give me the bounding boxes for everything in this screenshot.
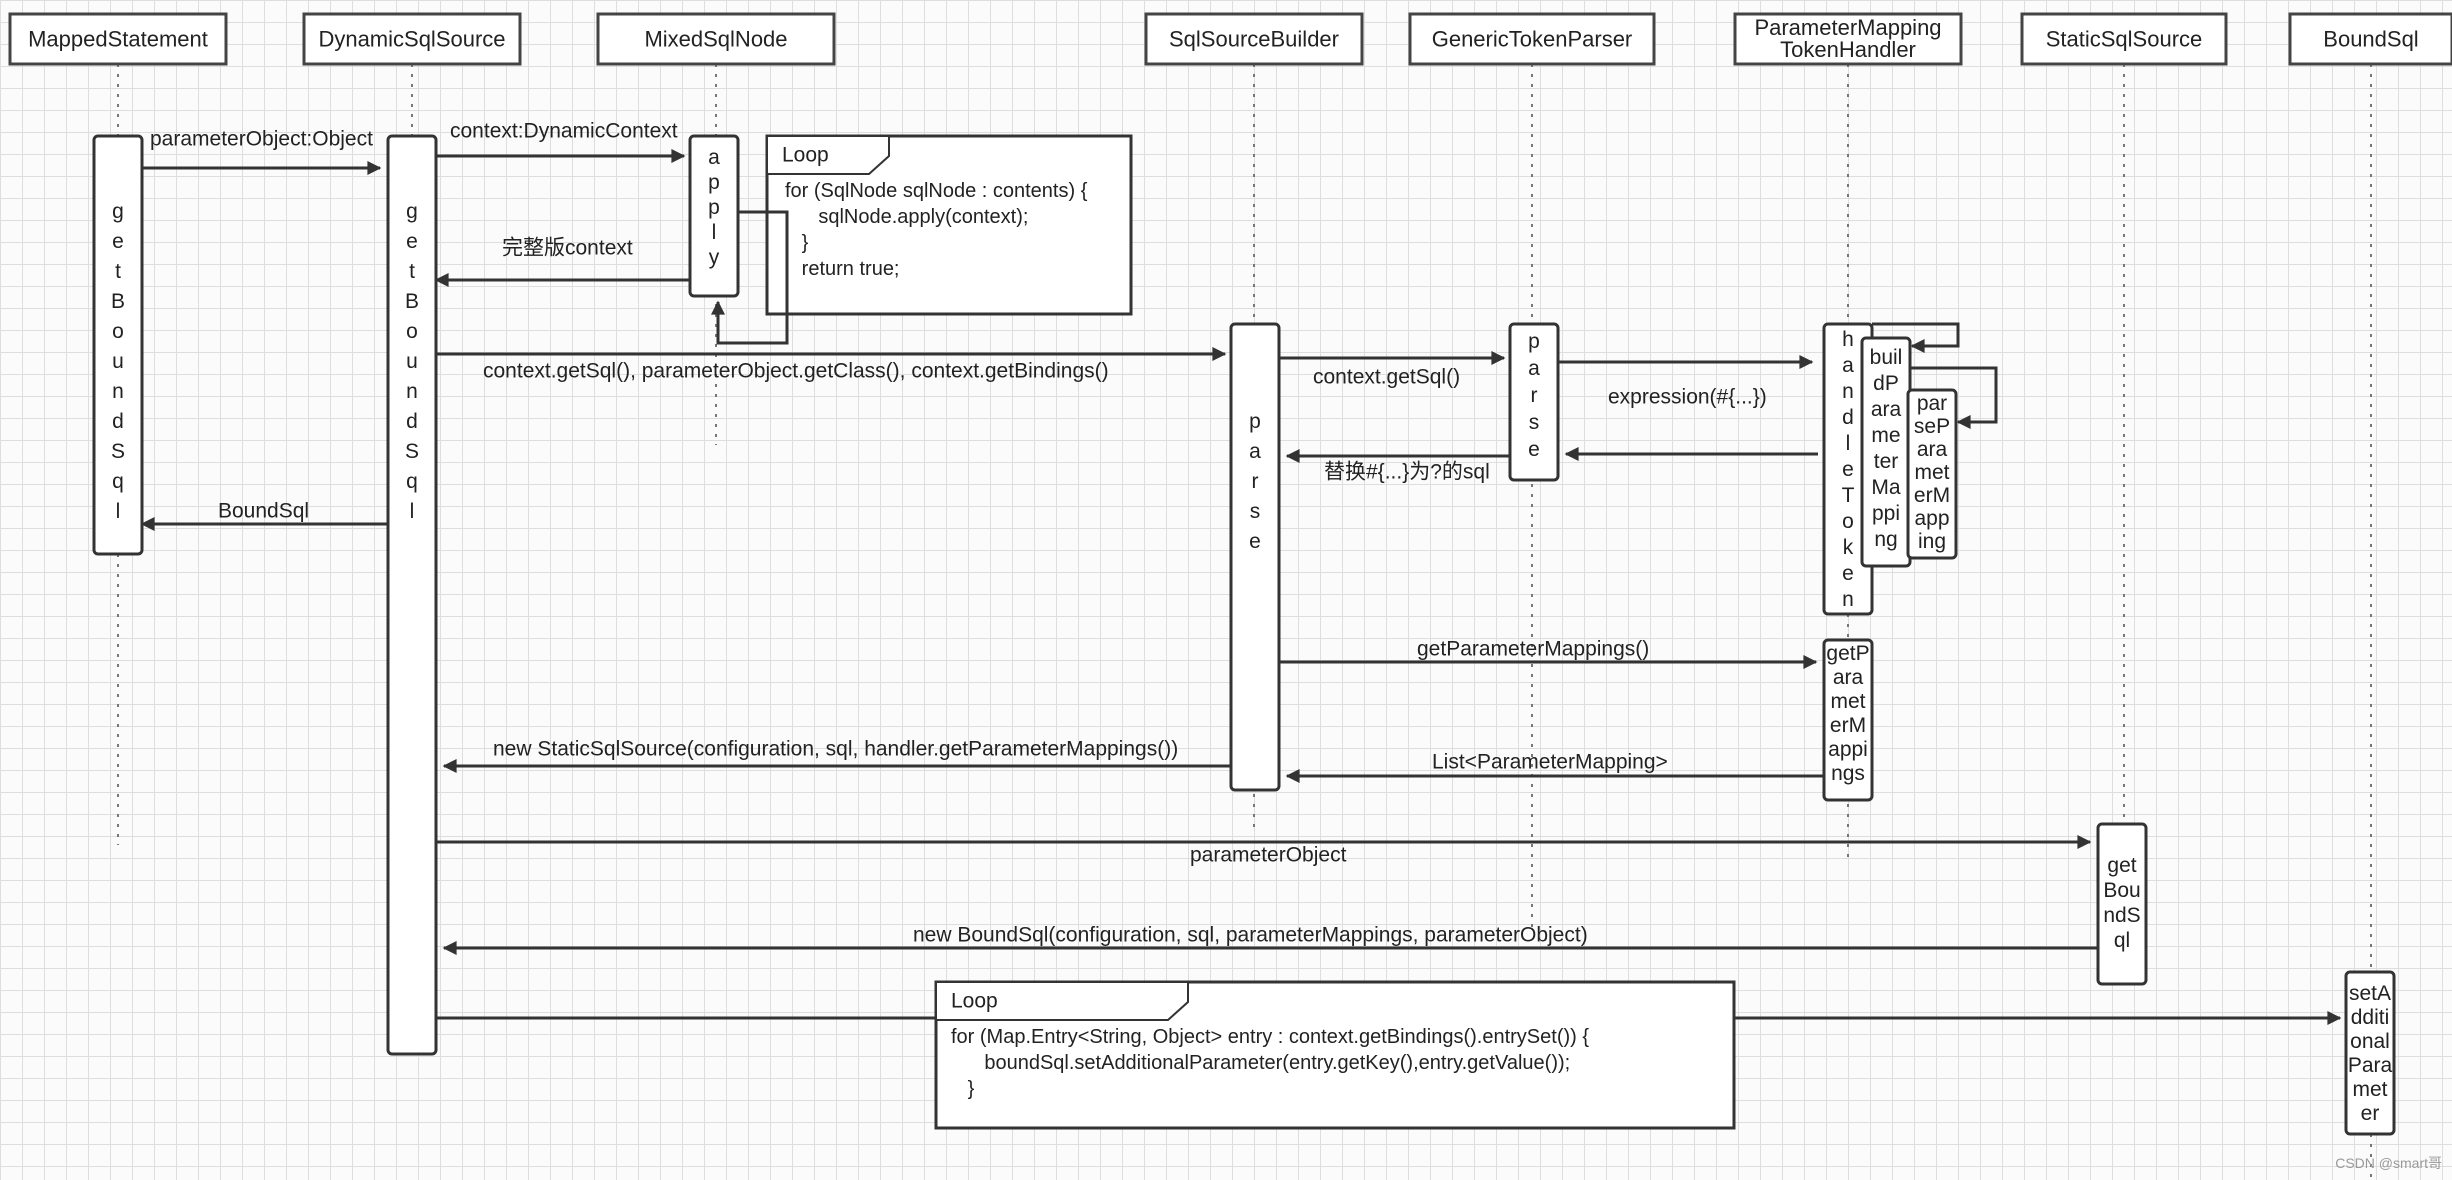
activation-parse-sqlsourcebuilder xyxy=(1229,322,1281,792)
message-label: parameterObject:Object xyxy=(150,128,373,151)
activation-apply xyxy=(688,134,740,298)
activation-getboundsql-staticsqlsource xyxy=(2096,822,2148,986)
message-label: 完整版context xyxy=(502,237,633,260)
message-label: 替换#{...}为?的sql xyxy=(1324,461,1490,484)
participant-dynamicsqlsource-name: DynamicSqlSource xyxy=(318,27,505,52)
message-label: BoundSql xyxy=(218,500,309,523)
loop-title: Loop xyxy=(951,990,998,1013)
participant-staticsqlsource: StaticSqlSource xyxy=(2020,12,2228,66)
message-label: context:DynamicContext xyxy=(450,120,678,143)
message-label: expression(#{...}) xyxy=(1608,386,1767,409)
message-label: parameterObject xyxy=(1190,844,1347,867)
messages: parameterObject:Object context:DynamicCo… xyxy=(140,120,2342,1025)
self-call-apply-loop xyxy=(711,210,789,345)
message-label: List<ParameterMapping> xyxy=(1432,751,1668,774)
message-label: context.getSql(), parameterObject.getCla… xyxy=(483,360,1109,383)
message-label: getParameterMappings() xyxy=(1417,638,1649,661)
activation-setadditionalparameter xyxy=(2344,970,2396,1136)
message-label: context.getSql() xyxy=(1313,366,1460,389)
loop-title: Loop xyxy=(782,144,829,167)
watermark-text: CSDN @smart哥 xyxy=(2335,1155,2442,1171)
participant-boundsql-name: BoundSql xyxy=(2323,27,2418,52)
participant-generictokenparser-name: GenericTokenParser xyxy=(1432,27,1633,52)
message-label: new BoundSql(configuration, sql, paramet… xyxy=(913,924,1588,947)
participant-sqlsourcebuilder: SqlSourceBuilder xyxy=(1144,12,1364,66)
participant-sqlsourcebuilder-name: SqlSourceBuilder xyxy=(1169,27,1339,52)
message-label: new StaticSqlSource(configuration, sql, … xyxy=(493,738,1178,761)
self-call-buildparametermapping xyxy=(1872,322,1960,353)
activation-getboundsql-dynamicsqlsource xyxy=(386,134,438,1056)
participant-boundsql: BoundSql xyxy=(2288,12,2452,66)
activation-getboundsql-mappedstatement xyxy=(92,134,144,556)
loop-body-text: for (Map.Entry<String, Object> entry : c… xyxy=(951,1026,1589,1100)
participant-generictokenparser: GenericTokenParser xyxy=(1408,12,1656,66)
activation-parse-generictokenparser xyxy=(1508,322,1560,482)
activation-getparametermappings xyxy=(1822,638,1874,802)
self-call-parseparametermapping xyxy=(1910,366,1998,429)
participant-staticsqlsource-name: StaticSqlSource xyxy=(2046,27,2203,52)
loop-body-text: for (SqlNode sqlNode : contents) { sqlNo… xyxy=(785,180,1088,280)
participant-mappedstatement: MappedStatement xyxy=(8,12,228,66)
activation-parseparametermapping xyxy=(1906,388,1958,560)
loop-frame-sqlnode-apply: Loop for (SqlNode sqlNode : contents) { … xyxy=(765,134,1133,316)
participant-mixedsqlnode-name: MixedSqlNode xyxy=(644,27,787,52)
participant-mappedstatement-name: MappedStatement xyxy=(28,27,208,52)
loop-frame-bindings: Loop for (Map.Entry<String, Object> entr… xyxy=(934,980,1736,1130)
participant-dynamicsqlsource: DynamicSqlSource xyxy=(302,12,522,66)
participant-mixedsqlnode: MixedSqlNode xyxy=(596,12,836,66)
